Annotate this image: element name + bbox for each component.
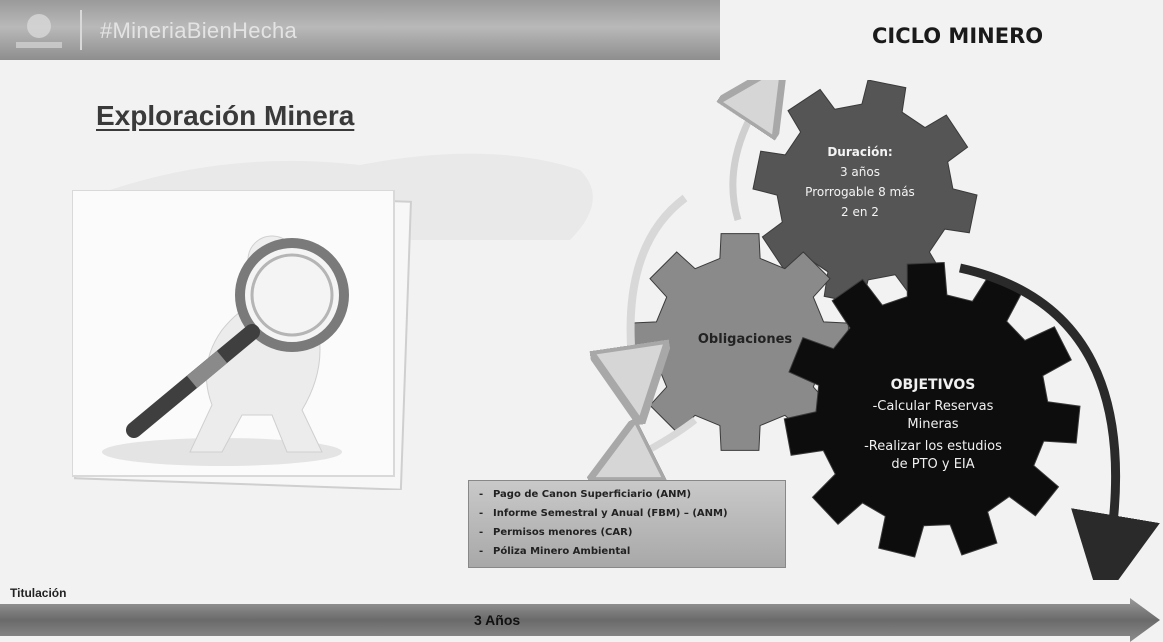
- cycle-gears-diagram: [560, 80, 1160, 580]
- obligations-gear-label: Obligaciones: [697, 332, 793, 347]
- hashtag-text: #MineriaBienHecha: [100, 18, 298, 43]
- logo-icon: [16, 14, 62, 48]
- obligation-item: Informe Semestral y Anual (FBM) – (ANM): [479, 504, 777, 523]
- cycle-arrow-right: [959, 263, 1160, 580]
- header-bar: [0, 0, 720, 60]
- obligation-item: Permisos menores (CAR): [479, 523, 777, 542]
- duration-line: 3 años: [839, 165, 880, 179]
- duration-line: 2 en 2: [841, 205, 879, 219]
- page-title: Exploración Minera: [96, 100, 355, 131]
- duration-heading: Duración:: [827, 145, 893, 159]
- timeline-duration-label: 3 Años: [474, 612, 521, 628]
- obligation-item: Póliza Minero Ambiental: [479, 542, 777, 561]
- cycle-title: CICLO MINERO: [872, 24, 1044, 48]
- header-divider: [80, 10, 82, 50]
- duration-gear: [752, 80, 978, 305]
- obligations-list-box: Pago de Canon Superficiario (ANM) Inform…: [468, 480, 786, 568]
- cycle-arrow-bottom-left: [620, 417, 698, 465]
- cycle-arrow-top: [733, 92, 765, 222]
- objectives-item: -Realizar los estudios de PTO y EIA: [864, 439, 1002, 472]
- objectives-item: -Calcular Reservas Mineras: [872, 399, 994, 432]
- magnifier-figure-image: [72, 190, 412, 490]
- objectives-gear-text: OBJETIVOS -Calcular Reservas Mineras -Re…: [858, 376, 1008, 474]
- obligation-item: Pago de Canon Superficiario (ANM): [479, 485, 777, 504]
- objectives-heading: OBJETIVOS: [890, 377, 976, 393]
- duration-line: Prorrogable 8 más: [805, 185, 915, 199]
- timeline-label: Titulación: [10, 586, 67, 600]
- timeline-arrow: [0, 598, 1160, 642]
- duration-gear-text: Duración: 3 años Prorrogable 8 más 2 en …: [805, 142, 915, 222]
- cycle-arrow-left: [631, 194, 688, 385]
